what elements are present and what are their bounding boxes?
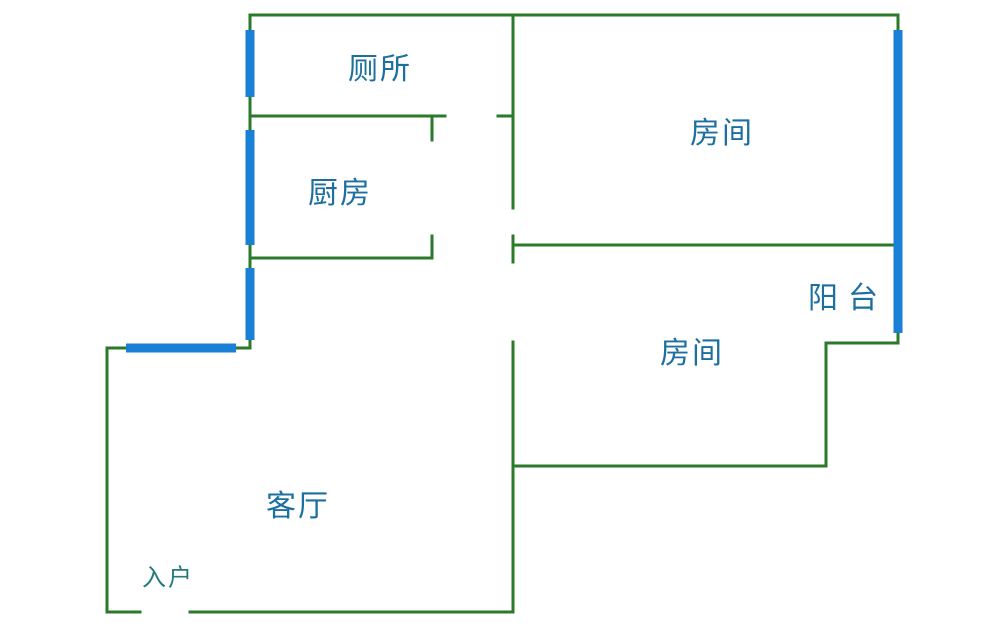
room-label-bedroom-upper: 房间 (690, 116, 754, 151)
room-label-bedroom-lower: 房间 (660, 336, 724, 371)
entrance-label: 入户 (142, 563, 194, 592)
windows (126, 30, 903, 353)
walls (105, 13, 900, 614)
room-label-living-room: 客厅 (266, 489, 330, 524)
room-label-kitchen: 厨房 (308, 176, 372, 211)
room-label-toilet: 厕所 (348, 52, 412, 87)
room-label-balcony: 阳台 (808, 281, 888, 316)
